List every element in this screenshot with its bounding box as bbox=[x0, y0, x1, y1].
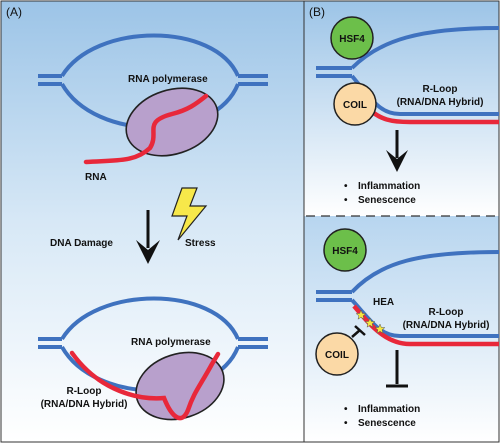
coil-protein: COIL bbox=[315, 332, 359, 376]
r-loop-label: R-Loop bbox=[423, 84, 458, 95]
hea-label: HEA bbox=[373, 297, 394, 308]
panel-a-label: (A) bbox=[6, 5, 22, 19]
panel-b-border bbox=[303, 0, 500, 443]
rna-hybrid-strand bbox=[69, 350, 221, 421]
coil-label: COIL bbox=[325, 350, 349, 361]
rna-polymerase-label: RNA polymerase bbox=[128, 74, 208, 85]
transcription-bubble-top: RNA polymerase RNA bbox=[38, 33, 268, 183]
hea-marks bbox=[355, 309, 386, 334]
hsf4-protein: HSF4 bbox=[330, 16, 374, 60]
dna-damage-label: DNA Damage bbox=[50, 238, 113, 249]
rna-strand bbox=[83, 93, 209, 165]
r-loop-label: R-Loop bbox=[429, 307, 464, 318]
outcome-item: Senescence bbox=[358, 195, 416, 206]
rna-polymerase bbox=[135, 351, 225, 421]
stress-label: Stress bbox=[185, 238, 216, 249]
panel-b-label: (B) bbox=[309, 5, 325, 19]
down-arrow-head bbox=[136, 240, 160, 264]
panel-a: (A) RNA polymerase RNA DNA Damage Stress bbox=[0, 0, 305, 443]
outcome-item: Senescence bbox=[358, 418, 416, 429]
hsf4-label: HSF4 bbox=[332, 246, 358, 257]
r-loop-sublabel: (RNA/DNA Hybrid) bbox=[397, 97, 484, 108]
bullet-point: • bbox=[344, 418, 348, 429]
panel-b-bottom: HEA HSF4 COIL R-Loop (RNA/DNA Hybrid) • bbox=[315, 228, 500, 429]
r-loop-label: R-Loop bbox=[67, 386, 102, 397]
coil-protein: COIL bbox=[333, 82, 377, 126]
dna-strand-upper bbox=[350, 250, 500, 294]
dna-strand-upper bbox=[60, 296, 240, 341]
r-loop-sublabel: (RNA/DNA Hybrid) bbox=[403, 320, 490, 331]
panel-b-top: HSF4 COIL R-Loop (RNA/DNA Hybrid) • Infl… bbox=[316, 16, 500, 206]
lightning-bolt-icon bbox=[171, 187, 208, 241]
bullet-point: • bbox=[344, 181, 348, 192]
transcription-bubble-bottom: RNA polymerase R-Loop (RNA/DNA Hybrid) bbox=[38, 296, 268, 421]
rna-label: RNA bbox=[85, 172, 107, 183]
inhibition-arrow-outcome bbox=[386, 350, 408, 388]
bullet-point: • bbox=[344, 195, 348, 206]
hea-star-icon bbox=[364, 317, 376, 328]
bullet-point: • bbox=[344, 404, 348, 415]
hsf4-label: HSF4 bbox=[339, 34, 365, 45]
hea-star-icon bbox=[374, 323, 386, 334]
rna-hybrid-strand bbox=[352, 304, 499, 347]
stress-transition: DNA Damage Stress bbox=[50, 187, 216, 264]
dna-strand-upper bbox=[350, 26, 500, 70]
outcome-list: • Inflammation • Senescence bbox=[344, 181, 420, 206]
dna-strand-upper bbox=[60, 33, 240, 78]
inhibition-arrow-coil bbox=[351, 325, 366, 338]
outcome-item: Inflammation bbox=[358, 181, 420, 192]
panel-b: (B) HSF4 COIL R-Loop (RNA/DNA Hybrid) • … bbox=[303, 0, 500, 443]
r-loop-sublabel: (RNA/DNA Hybrid) bbox=[41, 399, 128, 410]
down-arrow-head bbox=[386, 150, 408, 172]
coil-label: COIL bbox=[343, 100, 367, 111]
outcome-item: Inflammation bbox=[358, 404, 420, 415]
hea-star-icon bbox=[355, 309, 367, 320]
hsf4-protein: HSF4 bbox=[323, 228, 367, 272]
rna-polymerase-label: RNA polymerase bbox=[131, 337, 211, 348]
outcome-list: • Inflammation • Senescence bbox=[344, 404, 420, 429]
